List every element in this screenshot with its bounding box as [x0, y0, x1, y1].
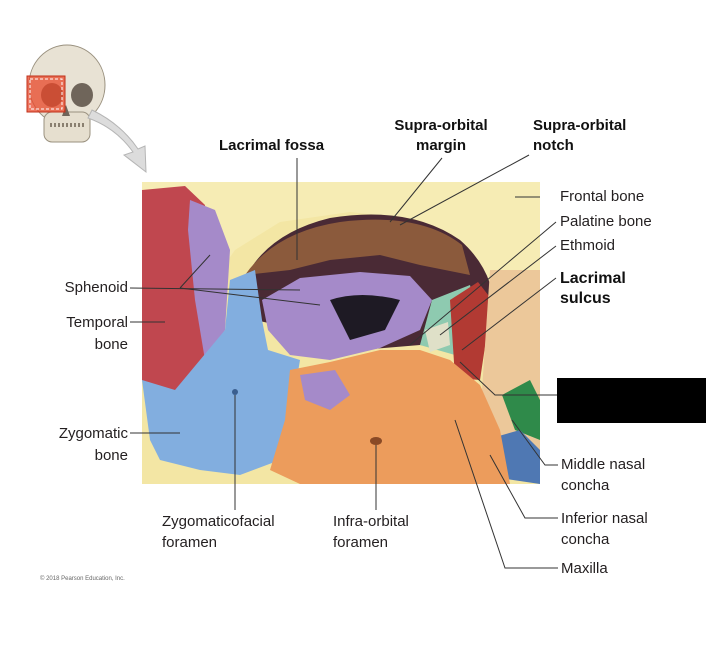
label-palatine-bone: Palatine bone: [560, 213, 652, 230]
label-supra-orbital-notch-1: Supra-orbital: [533, 117, 627, 134]
label-middle-nasal-concha-1: Middle nasal: [561, 456, 646, 473]
label-supra-orbital-margin-2: margin: [415, 137, 466, 154]
label-lacrimal-sulcus-1: Lacrimal: [560, 270, 626, 287]
label-temporal-bone-1: Temporal: [66, 314, 128, 331]
label-lacrimal-sulcus-2: sulcus: [560, 290, 611, 307]
label-frontal-bone: Frontal bone: [560, 188, 645, 205]
copyright-notice: © 2018 Pearson Education, Inc.: [40, 576, 125, 582]
leader-lines: [129, 154, 558, 569]
label-zygomatic-bone-2: bone: [94, 447, 128, 464]
label-lacrimal-fossa: Lacrimal fossa: [219, 137, 325, 154]
label-infra-orbital-foramen-1: Infra-orbital: [333, 513, 409, 530]
label-sphenoid: Sphenoid: [64, 279, 128, 296]
label-supra-orbital-notch-2: notch: [533, 137, 574, 154]
skull-thumbnail-icon: [26, 44, 106, 143]
label-ethmoid: Ethmoid: [560, 237, 616, 254]
redacted-label-box: [557, 378, 706, 423]
label-zygomaticofacial-foramen-1: Zygomaticofacial: [162, 513, 275, 530]
label-maxilla: Maxilla: [561, 560, 608, 577]
label-infra-orbital-foramen-2: foramen: [333, 534, 389, 551]
label-zygomaticofacial-foramen-2: foramen: [162, 534, 218, 551]
label-inferior-nasal-concha-1: Inferior nasal: [561, 510, 648, 527]
label-inferior-nasal-concha-2: concha: [561, 531, 610, 548]
label-middle-nasal-concha-2: concha: [561, 477, 610, 494]
label-zygomatic-bone-1: Zygomatic: [58, 425, 128, 442]
label-temporal-bone-2: bone: [94, 336, 128, 353]
pointer-arrow-icon: [87, 109, 147, 174]
label-supra-orbital-margin-1: Supra-orbital: [394, 117, 488, 134]
